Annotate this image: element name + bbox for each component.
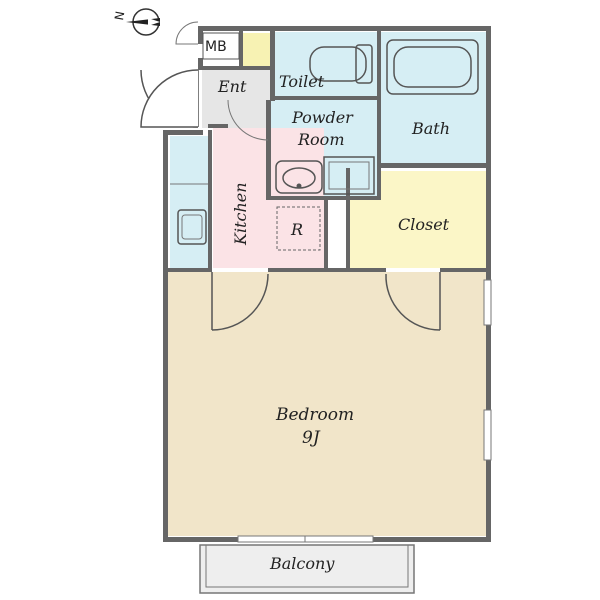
balcony-area [199,544,415,594]
powder-room-label-line1: Powder [291,108,354,127]
toilet-label: Toilet [279,72,325,91]
doors [140,21,441,331]
fridge-label: R [290,220,303,239]
bedroom-area [166,272,486,536]
bedroom-size-label: 9J [302,428,321,448]
entrance-label: Ent [217,77,247,96]
toilet-area [275,32,377,96]
powder-room-label-line2: Room [297,130,344,149]
compass-icon [126,8,160,36]
storage-area [243,33,271,66]
mb-label-box [202,32,240,60]
entrance-area [202,70,270,128]
compass-north-label: N [112,10,127,21]
bath-label: Bath [411,119,450,138]
shelf-strip [332,200,344,268]
closet-label: Closet [398,215,450,234]
balcony-label: Balcony [269,554,335,573]
mb-label: MB [205,39,227,55]
kitchen-label: Kitchen [231,182,250,246]
windows [237,279,492,543]
bedroom-label: Bedroom [275,405,354,425]
fixtures [170,39,479,594]
kitchen-counter-area [170,136,210,268]
